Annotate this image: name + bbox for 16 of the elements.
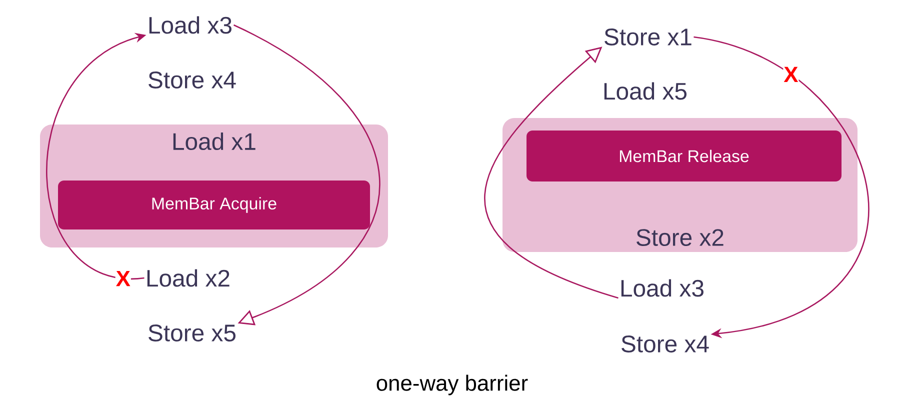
barrier-box: MemBar Release	[526, 130, 842, 182]
arrow	[484, 46, 618, 299]
code-line: Store x4	[622, 336, 709, 352]
barrier-box: MemBar Acquire	[58, 180, 370, 230]
caption: one-way barrier	[376, 374, 528, 396]
code-line: Load x5	[604, 82, 687, 100]
code-line: Load x3	[149, 16, 232, 34]
arrow	[694, 36, 869, 338]
code-line: Store x4	[148, 72, 236, 88]
code-line: Load x3	[621, 279, 704, 297]
code-line: Load x2	[147, 269, 230, 287]
edge-label: X	[115, 270, 131, 287]
arrow	[233, 24, 380, 326]
edge-label: X	[783, 66, 799, 82]
code-line: Store x1	[604, 28, 692, 46]
code-line: Store x5	[148, 324, 236, 342]
